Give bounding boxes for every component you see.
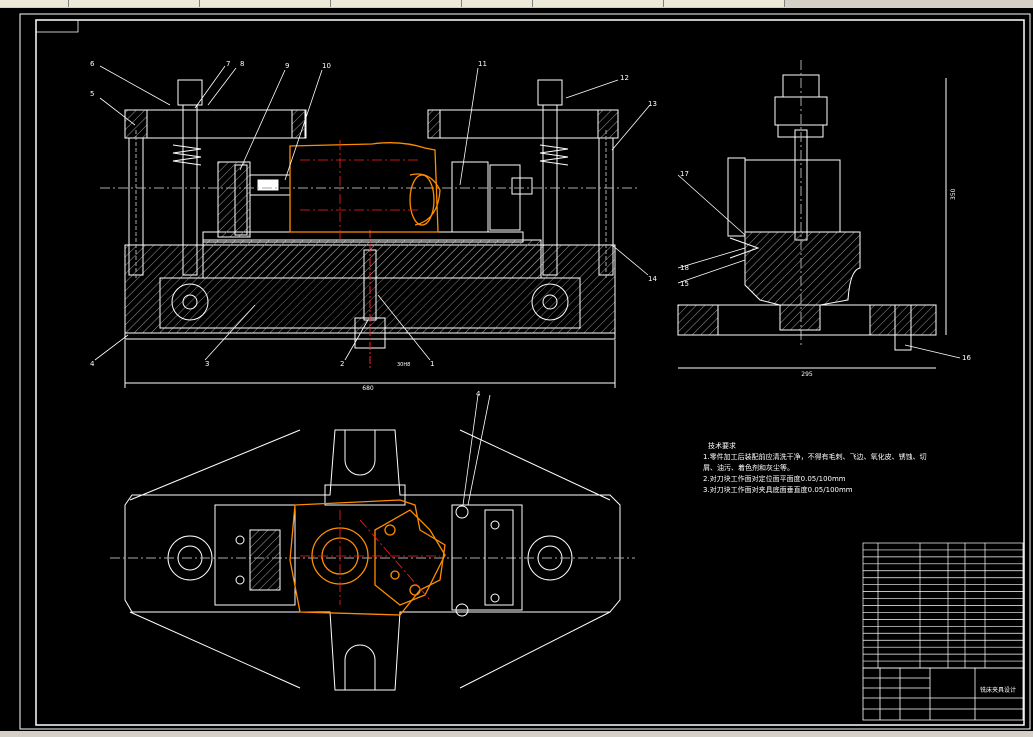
toolbar-segment-2[interactable] — [69, 0, 200, 7]
tech-req-title: 技术要求 — [708, 441, 736, 450]
parts-list — [862, 542, 1024, 669]
part-label-4: 4 — [90, 360, 95, 368]
title-block — [862, 667, 1024, 721]
part-label-3: 3 — [205, 360, 209, 368]
toolbar-segment-3[interactable] — [200, 0, 331, 7]
toolbar-segment-5[interactable] — [462, 0, 533, 7]
workpiece-front — [289, 142, 441, 233]
technical-requirements: 技术要求 1.零件加工后装配前应清洗干净，不得有毛刺、飞边、氧化皮、锈蚀、切 屑… — [703, 441, 927, 494]
toolbar-segment-1[interactable] — [0, 0, 69, 7]
top-centerlines — [300, 510, 440, 605]
tech-req-line-4: 3.对刀块工作面对夹具底面垂直度0.05/100mm — [703, 485, 853, 494]
tech-req-line-1: 1.零件加工后装配前应清洗干净，不得有毛刺、飞边、氧化皮、锈蚀、切 — [703, 452, 927, 461]
part-label-14: 14 — [648, 275, 657, 283]
drawing-border — [35, 19, 1025, 726]
top-view — [110, 429, 635, 691]
part-label-11: 11 — [478, 60, 487, 68]
part-label-6: 6 — [90, 60, 95, 68]
workpiece-centerlines — [300, 140, 420, 240]
part-label-12: 12 — [620, 74, 629, 82]
dim-side-height: 350 — [950, 188, 957, 200]
part-label-16: 16 — [962, 354, 971, 362]
side-view — [677, 60, 947, 369]
tech-req-line-2: 屑、油污、着色剂和灰尘等。 — [703, 463, 794, 472]
toolbar-segment-6[interactable] — [533, 0, 664, 7]
part-label-5: 5 — [90, 90, 94, 98]
part-label-7: 7 — [226, 60, 230, 68]
part-label-10: 10 — [322, 62, 331, 70]
drawing-svg: 680 30H8 6 5 7 8 9 10 11 12 13 14 4 3 — [19, 13, 1031, 730]
part-number-labels: 6 5 7 8 9 10 11 12 13 14 4 3 2 1 17 18 1… — [90, 60, 971, 398]
drawing-canvas[interactable]: 680 30H8 6 5 7 8 9 10 11 12 13 14 4 3 — [0, 8, 1033, 731]
tech-req-line-3: 2.对刀块工作面对定位面平面度0.05/100mm — [703, 474, 846, 483]
dim-side-width: 295 — [801, 371, 813, 378]
part-label-8: 8 — [240, 60, 244, 68]
part-label-13: 13 — [648, 100, 657, 108]
outer-frame — [19, 13, 1031, 730]
toolbar-segment-4[interactable] — [331, 0, 462, 7]
corner-label-box — [36, 20, 79, 33]
part-label-9: 9 — [285, 62, 289, 70]
part-label-18: 18 — [680, 264, 689, 272]
dim-fit: 30H8 — [397, 362, 410, 368]
part-label-17: 17 — [680, 170, 689, 178]
part-label-1: 1 — [430, 360, 434, 368]
front-view — [100, 79, 640, 388]
command-line[interactable] — [0, 731, 1033, 737]
dim-overall-width: 680 — [362, 385, 374, 392]
part-label-15: 15 — [680, 280, 689, 288]
toolbar-segment-7[interactable] — [664, 0, 785, 7]
title-block-name: 铣床夹具设计 — [980, 686, 1016, 694]
part-label-2: 2 — [340, 360, 344, 368]
hole-count-label: 4 — [476, 390, 481, 398]
leaders — [94, 65, 961, 506]
